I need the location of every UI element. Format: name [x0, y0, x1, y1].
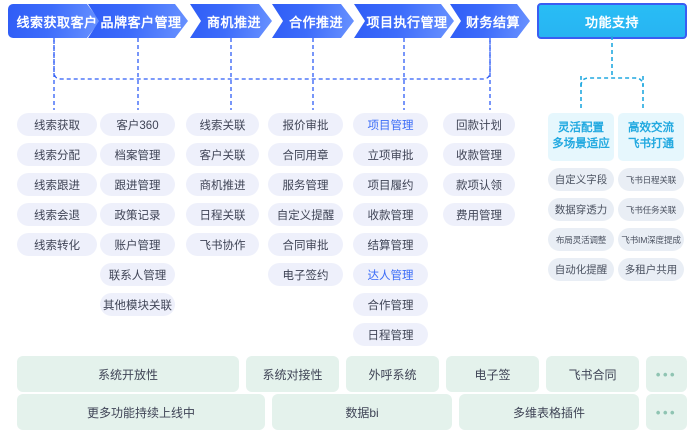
- flow-stage-1[interactable]: 线索获取客户: [8, 4, 100, 38]
- capability-pill[interactable]: 政策记录: [100, 203, 175, 226]
- extension-cell[interactable]: 飞书合同: [546, 356, 639, 392]
- capability-pill[interactable]: 商机推进: [186, 173, 259, 196]
- caption-line-1: 高效交流: [628, 122, 674, 135]
- flow-stage-3[interactable]: 商机推进: [190, 4, 272, 38]
- column-cooperation: 报价审批合同用章服务管理自定义提醒合同审批电子签约: [268, 113, 343, 286]
- more-options-cell[interactable]: •••: [646, 356, 687, 392]
- capability-pill[interactable]: 立项审批: [353, 143, 428, 166]
- capability-pill[interactable]: 费用管理: [443, 203, 515, 226]
- capability-pill[interactable]: 服务管理: [268, 173, 343, 196]
- capability-pill[interactable]: 线索转化: [17, 233, 97, 256]
- capability-pill[interactable]: 其他模块关联: [100, 293, 175, 316]
- capability-pill[interactable]: 客户360: [100, 113, 175, 136]
- caption-line-1: 灵活配置: [558, 122, 604, 135]
- capability-pill[interactable]: 合作管理: [353, 293, 428, 316]
- flow-stage-6[interactable]: 财务结算: [450, 4, 530, 38]
- capability-pill[interactable]: 款项认领: [443, 173, 515, 196]
- capability-pill[interactable]: 回款计划: [443, 113, 515, 136]
- column-customer: 客户360 档案管理跟进管理政策记录账户管理联系人管理其他模块关联: [100, 113, 175, 316]
- capability-pill[interactable]: 达人管理: [353, 263, 428, 286]
- capability-pill[interactable]: 线索分配: [17, 143, 97, 166]
- capability-pill[interactable]: 收款管理: [443, 143, 515, 166]
- capability-pill[interactable]: 日程关联: [186, 203, 259, 226]
- capability-pill[interactable]: 项目履约: [353, 173, 428, 196]
- column-project: 项目管理立项审批项目履约收款管理结算管理达人管理合作管理日程管理: [353, 113, 428, 346]
- capability-pill[interactable]: 线索跟进: [17, 173, 97, 196]
- capability-pill[interactable]: 客户关联: [186, 143, 259, 166]
- support-pill[interactable]: 飞书任务关联: [618, 198, 684, 221]
- flow-stage-label: 商机推进: [206, 14, 261, 30]
- column-lead: 线索获取线索分配线索跟进线索会退线索转化: [17, 113, 97, 256]
- capability-pill[interactable]: 收款管理: [353, 203, 428, 226]
- extension-cell[interactable]: 电子签: [446, 356, 539, 392]
- support-column-feishu-integration: 高效交流飞书打通飞书日程关联飞书任务关联飞书IM深度提成多租户共用: [618, 113, 684, 281]
- support-pill[interactable]: 飞书IM深度提成: [618, 228, 684, 251]
- flow-stage-label: 项目执行管理: [366, 14, 448, 30]
- support-pill[interactable]: 自定义字段: [548, 168, 614, 191]
- support-pill[interactable]: 布局灵活调整: [548, 228, 614, 251]
- column-finance: 回款计划收款管理款项认领费用管理: [443, 113, 515, 226]
- connector-lines: [53, 36, 644, 110]
- support-column-flexible-config: 灵活配置多场景适应自定义字段数据穿透力布局灵活调整自动化提醒: [548, 113, 614, 281]
- support-column-caption[interactable]: 高效交流飞书打通: [618, 113, 684, 161]
- caption-line-2: 多场景适应: [552, 138, 610, 150]
- support-pill[interactable]: 多租户共用: [618, 258, 684, 281]
- capability-pill[interactable]: 飞书协作: [186, 233, 259, 256]
- support-pill[interactable]: 飞书日程关联: [618, 168, 684, 191]
- support-pill[interactable]: 自动化提醒: [548, 258, 614, 281]
- flow-stage-label: 合作推进: [288, 14, 343, 30]
- flow-stage-label: 品牌客户管理: [100, 14, 182, 30]
- support-pill[interactable]: 数据穿透力: [548, 198, 614, 221]
- capability-pill[interactable]: 跟进管理: [100, 173, 175, 196]
- capability-pill[interactable]: 线索关联: [186, 113, 259, 136]
- capability-pill[interactable]: 报价审批: [268, 113, 343, 136]
- support-column-caption[interactable]: 灵活配置多场景适应: [548, 113, 614, 161]
- column-opportunity: 线索关联客户关联商机推进日程关联飞书协作: [186, 113, 259, 256]
- capability-pill[interactable]: 联系人管理: [100, 263, 175, 286]
- flow-stage-label: 财务结算: [465, 14, 520, 30]
- caption-line-2: 飞书打通: [628, 138, 674, 150]
- flow-stage-label: 线索获取客户: [16, 14, 98, 30]
- capability-pill[interactable]: 合同审批: [268, 233, 343, 256]
- capability-pill[interactable]: 自定义提醒: [268, 203, 343, 226]
- more-options-cell[interactable]: •••: [646, 394, 687, 430]
- support-header-label: 功能支持: [584, 14, 639, 30]
- flow-stage-5[interactable]: 项目执行管理: [354, 4, 454, 38]
- capability-pill[interactable]: 账户管理: [100, 233, 175, 256]
- extension-cell[interactable]: 多维表格插件: [459, 394, 639, 430]
- flow-stage-2[interactable]: 品牌客户管理: [88, 4, 188, 38]
- capability-pill[interactable]: 电子签约: [268, 263, 343, 286]
- capability-pill[interactable]: 结算管理: [353, 233, 428, 256]
- extension-cell[interactable]: 外呼系统: [346, 356, 439, 392]
- capability-pill[interactable]: 合同用章: [268, 143, 343, 166]
- capability-pill[interactable]: 线索会退: [17, 203, 97, 226]
- extension-cell[interactable]: 数据bi: [272, 394, 452, 430]
- extension-cell[interactable]: 系统开放性: [17, 356, 239, 392]
- extension-cell[interactable]: 更多功能持续上线中: [17, 394, 265, 430]
- capability-pill[interactable]: 项目管理: [353, 113, 428, 136]
- extension-cell[interactable]: 系统对接性: [246, 356, 339, 392]
- support-header-box[interactable]: 功能支持: [537, 3, 687, 39]
- capability-pill[interactable]: 档案管理: [100, 143, 175, 166]
- row-1: 系统开放性系统对接性外呼系统电子签飞书合同•••: [17, 356, 687, 392]
- capability-pill[interactable]: 日程管理: [353, 323, 428, 346]
- flow-stage-4[interactable]: 合作推进: [272, 4, 354, 38]
- capability-pill[interactable]: 线索获取: [17, 113, 97, 136]
